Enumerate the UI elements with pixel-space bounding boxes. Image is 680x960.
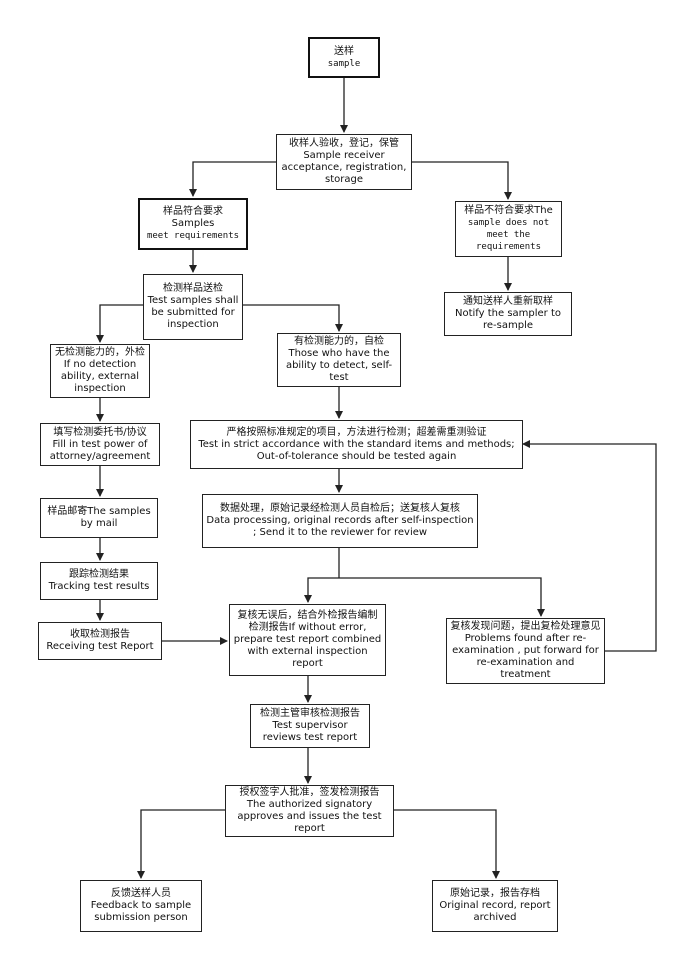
node-fill-attorney-zh: 填写检测委托书/协议 (53, 426, 147, 438)
node-notify-resample-zh: 通知送样人重新取样 (463, 296, 553, 307)
node-receiving-report-en: Receiving test Report (46, 641, 154, 652)
node-strict-testing-zh: 严格按照标准规定的项目，方法进行检测；超差需重测验证 (226, 426, 487, 438)
node-tracking-results-zh: 跟踪检测结果 (69, 569, 129, 580)
node-submit-inspection-en: Test samples shall be submitted for insp… (147, 295, 239, 330)
node-sample-delivery-zh: 送样 (334, 45, 354, 57)
node-data-processing-en: Data processing, original records after … (206, 515, 474, 538)
edge-submit-hasability (243, 304, 343, 332)
node-compile-report: 复核无误后，结合外检报告编制检测报告If without error, prep… (229, 604, 386, 676)
node-feedback-zh: 反馈送样人员 (111, 888, 171, 899)
node-notify-resample-en: Notify the sampler to re-sample (454, 308, 561, 331)
edge-submit-noability (96, 304, 143, 343)
node-supervisor-review-en: Test supervisor reviews test report (262, 720, 358, 743)
node-samples-not-meet: 样品不符合要求The sample does not meet the requ… (455, 201, 562, 257)
node-self-test-zh: 有检测能力的，自检 (294, 336, 384, 347)
node-strict-testing-en: Test in strict accordance with the stand… (198, 438, 515, 462)
node-authorized-signatory: 授权签字人批准，签发检测报告 The authorized signatory … (225, 785, 394, 837)
node-external-inspection: 无检测能力的，外检 If no detection ability, exter… (50, 344, 150, 398)
node-fill-attorney-en: Fill in test power of attorney/agreement (49, 438, 151, 462)
edge-authorized-feedback (137, 809, 225, 879)
node-record-archived: 原始记录，报告存档 Original record, report archiv… (432, 880, 558, 932)
node-self-test-en: Those who have the ability to detect, se… (285, 348, 393, 383)
node-sample-receiver: 收样人验收，登记，保管 Sample receiver acceptance, … (276, 134, 412, 190)
edge-authorized-archive (394, 809, 500, 879)
node-problems-found-en: Problems found after re-examination , pu… (452, 633, 599, 680)
node-authorized-signatory-zh: 授权签字人批准，签发检测报告 (239, 787, 380, 798)
node-samples-mail-zh: 样品邮寄The samples (47, 506, 151, 517)
edge-problems-strict (522, 440, 657, 652)
node-authorized-signatory-en: The authorized signatory approves and is… (237, 799, 382, 834)
node-data-processing: 数据处理，原始记录经检测人员自检后；送复核人复核 Data processing… (202, 494, 478, 548)
node-feedback: 反馈送样人员 Feedback to sample submission per… (80, 880, 202, 932)
node-supervisor-review: 检测主管审核检测报告 Test supervisor reviews test … (250, 704, 370, 748)
node-compile-report-zh: 复核无误后，结合外检报告编制检测报告If without error, (237, 610, 378, 633)
node-record-archived-en: Original record, report archived (439, 900, 551, 923)
node-compile-report-en: prepare test report combined with extern… (233, 634, 382, 669)
edge-split-problems (339, 577, 545, 617)
node-submit-inspection-zh: 检测样品送检 (163, 283, 223, 294)
node-samples-not-meet-zh: 样品不符合要求The (464, 205, 553, 216)
node-external-inspection-zh: 无检测能力的，外检 (55, 347, 145, 358)
edge-receive-notmeet (412, 161, 512, 200)
node-fill-attorney: 填写检测委托书/协议 Fill in test power of attorne… (40, 423, 160, 466)
node-sample-receiver-zh: 收样人验收，登记，保管 (289, 138, 399, 149)
node-strict-testing: 严格按照标准规定的项目，方法进行检测；超差需重测验证 Test in stric… (190, 420, 523, 469)
node-self-test: 有检测能力的，自检 Those who have the ability to … (277, 333, 401, 387)
node-feedback-en: Feedback to sample submission person (90, 900, 192, 923)
node-record-archived-zh: 原始记录，报告存档 (450, 888, 540, 899)
node-samples-mail: 样品邮寄The samples by mail (40, 498, 158, 538)
edge-split-compile (304, 577, 339, 603)
node-problems-found-zh: 复核发现问题，提出复检处理意见 (450, 621, 601, 632)
node-tracking-results-en: Tracking test results (48, 581, 150, 592)
node-sample-receiver-en: Sample receiver acceptance, registration… (281, 150, 407, 185)
node-sample-delivery: 送样 sample (308, 37, 380, 78)
node-samples-meet-en: meet requirements (146, 231, 240, 241)
node-receiving-report: 收取检测报告 Receiving test Report (38, 622, 162, 660)
node-problems-found: 复核发现问题，提出复检处理意见 Problems found after re-… (446, 618, 605, 684)
node-submit-inspection: 检测样品送检 Test samples shall be submitted f… (143, 274, 243, 340)
node-samples-mail-en: by mail (80, 518, 118, 529)
node-tracking-results: 跟踪检测结果 Tracking test results (40, 562, 158, 600)
node-external-inspection-en: If no detection ability, external inspec… (60, 359, 140, 394)
node-receiving-report-zh: 收取检测报告 (70, 629, 130, 640)
node-samples-meet: 样品符合要求Samples meet requirements (138, 198, 248, 250)
edge-receive-meet (189, 161, 276, 197)
node-supervisor-review-zh: 检测主管审核检测报告 (260, 708, 360, 719)
node-notify-resample: 通知送样人重新取样 Notify the sampler to re-sampl… (444, 292, 572, 336)
node-samples-not-meet-en: sample does not meet the requirements (467, 218, 550, 252)
node-samples-meet-zh: 样品符合要求Samples (163, 206, 223, 229)
node-data-processing-zh: 数据处理，原始记录经检测人员自检后；送复核人复核 (220, 503, 460, 514)
node-sample-delivery-en: sample (327, 58, 361, 69)
